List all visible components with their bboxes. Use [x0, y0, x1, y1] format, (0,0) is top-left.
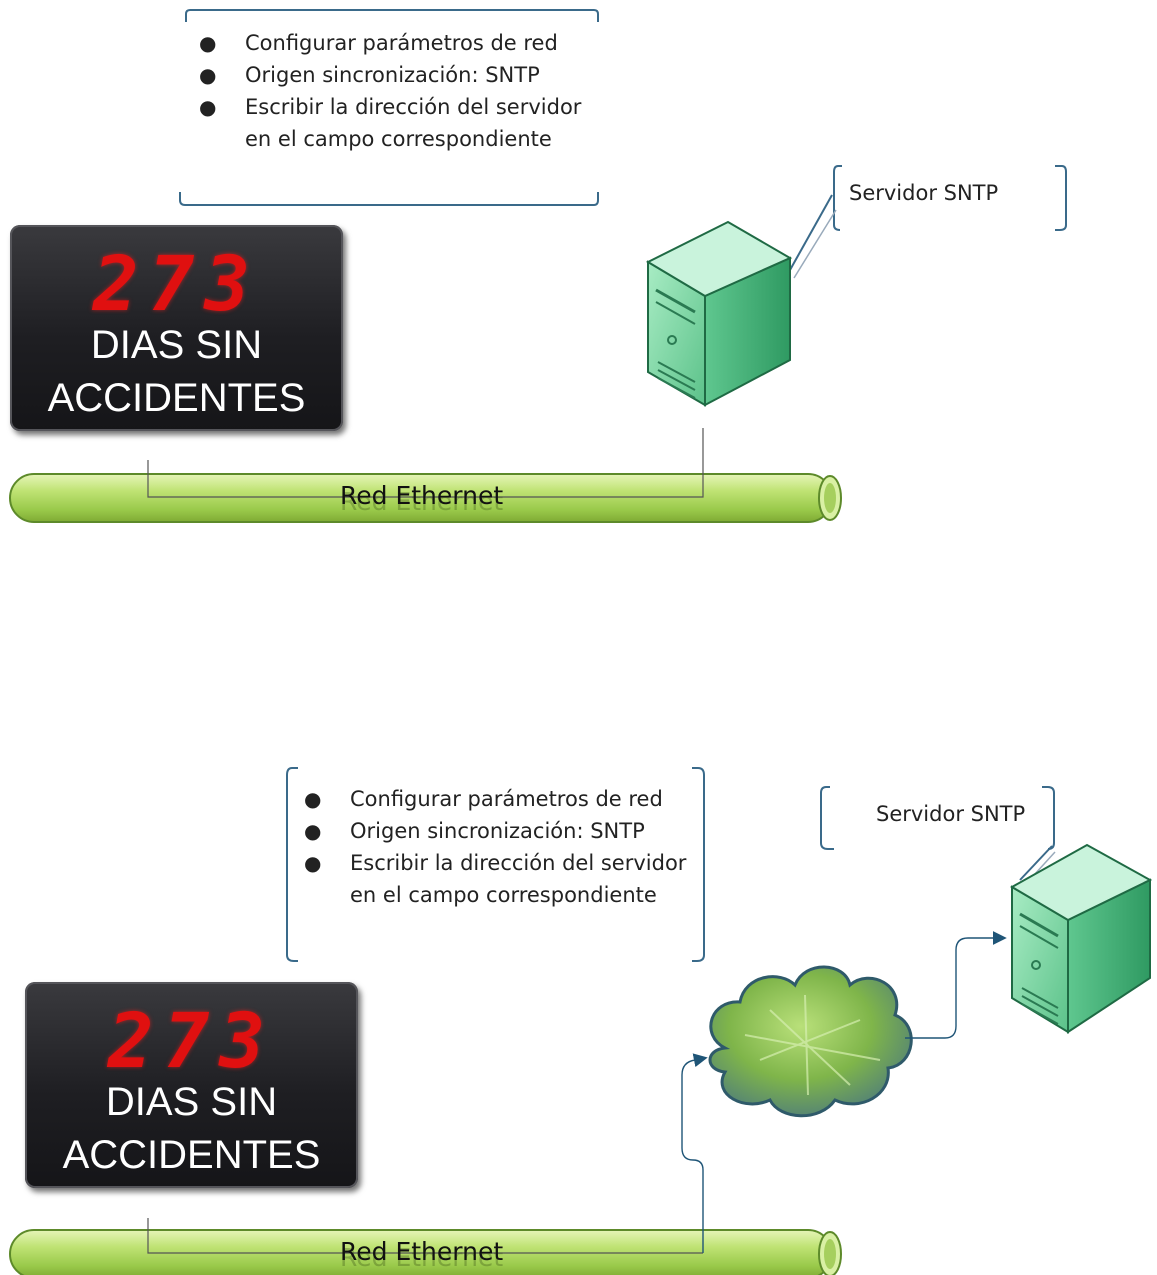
server-label-bracket-top — [789, 165, 1067, 279]
counter-sign-bottom: 273 DIAS SIN ACCIDENTES — [25, 982, 358, 1188]
network-label-text: Red Ethernet — [340, 481, 504, 510]
bullet-icon: ● — [304, 851, 322, 875]
server-label-bracket-bottom — [820, 786, 1056, 887]
sign-caption-line2: ACCIDENTES — [62, 1133, 321, 1177]
sign-caption-line1: DIAS SIN — [105, 1080, 278, 1124]
counter-digits: 273 — [92, 239, 261, 328]
bullet-icon: ● — [199, 63, 217, 87]
callout-item: ●Escribir la dirección del servidor en e… — [199, 91, 595, 155]
bullet-icon: ● — [199, 95, 217, 119]
callout-item: ●Origen sincronización: SNTP — [199, 59, 595, 91]
bullet-icon: ● — [304, 787, 322, 811]
internet-cloud-icon — [708, 965, 913, 1118]
callout-bracket-top — [179, 9, 599, 206]
network-label-shadow: Red Ethernet — [340, 1243, 504, 1272]
callout-item: ●Origen sincronización: SNTP — [304, 815, 700, 847]
sign-caption-line2: ACCIDENTES — [47, 376, 306, 420]
bullet-icon: ● — [304, 819, 322, 843]
ethernet-pipe-top — [9, 473, 842, 523]
network-label-bottom: Red Ethernet Red Ethernet — [340, 1237, 504, 1272]
callout-list-bottom: ●Configurar parámetros de red ●Origen si… — [304, 783, 700, 911]
server-icon-bottom — [1009, 843, 1153, 1034]
counter-sign-top: 273 DIAS SIN ACCIDENTES — [10, 225, 343, 431]
callout-item: ●Escribir la dirección del servidor en e… — [304, 847, 700, 911]
server-icon-top — [645, 220, 793, 407]
sign-caption-line1: DIAS SIN — [90, 323, 263, 367]
server-label-top: Servidor SNTP — [849, 181, 999, 205]
counter-digits: 273 — [107, 996, 276, 1085]
callout-item: ●Configurar parámetros de red — [304, 783, 700, 815]
bullet-icon: ● — [199, 31, 217, 55]
network-label-shadow: Red Ethernet — [340, 487, 504, 516]
connection-lines-bottom — [147, 931, 1007, 1254]
callout-bracket-bottom — [286, 767, 705, 962]
server-label-bottom: Servidor SNTP — [876, 802, 1026, 826]
network-label-top: Red Ethernet Red Ethernet — [340, 481, 504, 516]
connection-lines-top — [147, 428, 704, 498]
callout-item: ●Configurar parámetros de red — [199, 27, 595, 59]
callout-list-top: ●Configurar parámetros de red ●Origen si… — [199, 27, 595, 155]
network-label-text: Red Ethernet — [340, 1237, 504, 1266]
